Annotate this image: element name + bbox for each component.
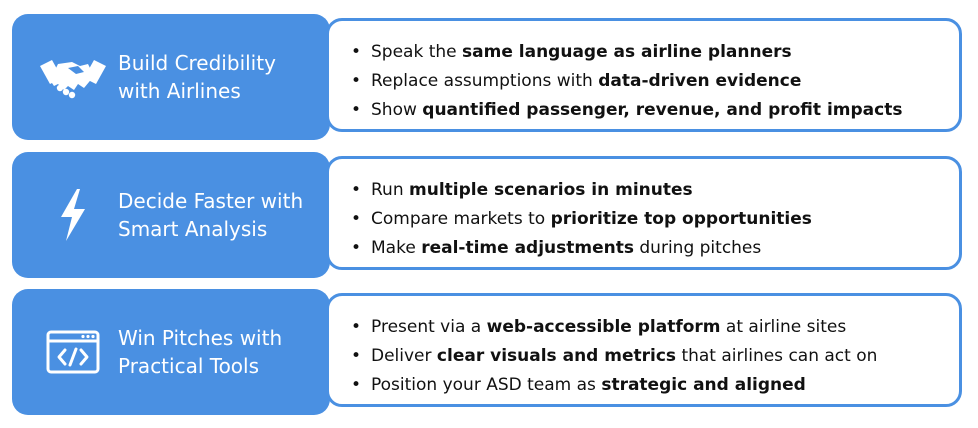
- bullet-item: •Speak the same language as airline plan…: [351, 42, 792, 62]
- bullet-list: •Run multiple scenarios in minutes •Comp…: [351, 176, 951, 263]
- benefit-tile-credibility: Build Credibility with Airlines: [12, 14, 330, 140]
- benefit-details-panel: •Speak the same language as airline plan…: [326, 18, 962, 132]
- benefit-title: Win Pitches with Practical Tools: [118, 326, 283, 378]
- bullet-item: •Replace assumptions with data-driven ev…: [351, 71, 802, 91]
- benefit-title: Decide Faster with Smart Analysis: [118, 189, 304, 241]
- benefit-row-credibility: Build Credibility with Airlines •Speak t…: [0, 12, 978, 142]
- benefit-details-panel: •Run multiple scenarios in minutes •Comp…: [326, 156, 962, 270]
- bullet-item: •Position your ASD team as strategic and…: [351, 375, 806, 395]
- bullet-item: •Compare markets to prioritize top oppor…: [351, 209, 812, 229]
- benefit-row-tools: Win Pitches with Practical Tools •Presen…: [0, 287, 978, 417]
- handshake-icon: [38, 47, 108, 107]
- bullet-list: •Speak the same language as airline plan…: [351, 38, 951, 125]
- bullet-item: •Run multiple scenarios in minutes: [351, 180, 693, 200]
- bullet-item: •Present via a web-accessible platform a…: [351, 317, 847, 337]
- benefit-tile-speed: Decide Faster with Smart Analysis: [12, 152, 330, 278]
- benefit-title: Build Credibility with Airlines: [118, 51, 276, 103]
- code-window-icon: [38, 322, 108, 382]
- bullet-list: •Present via a web-accessible platform a…: [351, 313, 951, 400]
- benefit-row-speed: Decide Faster with Smart Analysis •Run m…: [0, 150, 978, 280]
- lightning-bolt-icon: [38, 185, 108, 245]
- bullet-item: •Deliver clear visuals and metrics that …: [351, 346, 878, 366]
- bullet-item: •Show quantified passenger, revenue, and…: [351, 100, 903, 120]
- benefit-details-panel: •Present via a web-accessible platform a…: [326, 293, 962, 407]
- bullet-item: •Make real-time adjustments during pitch…: [351, 238, 762, 258]
- benefit-tile-tools: Win Pitches with Practical Tools: [12, 289, 330, 415]
